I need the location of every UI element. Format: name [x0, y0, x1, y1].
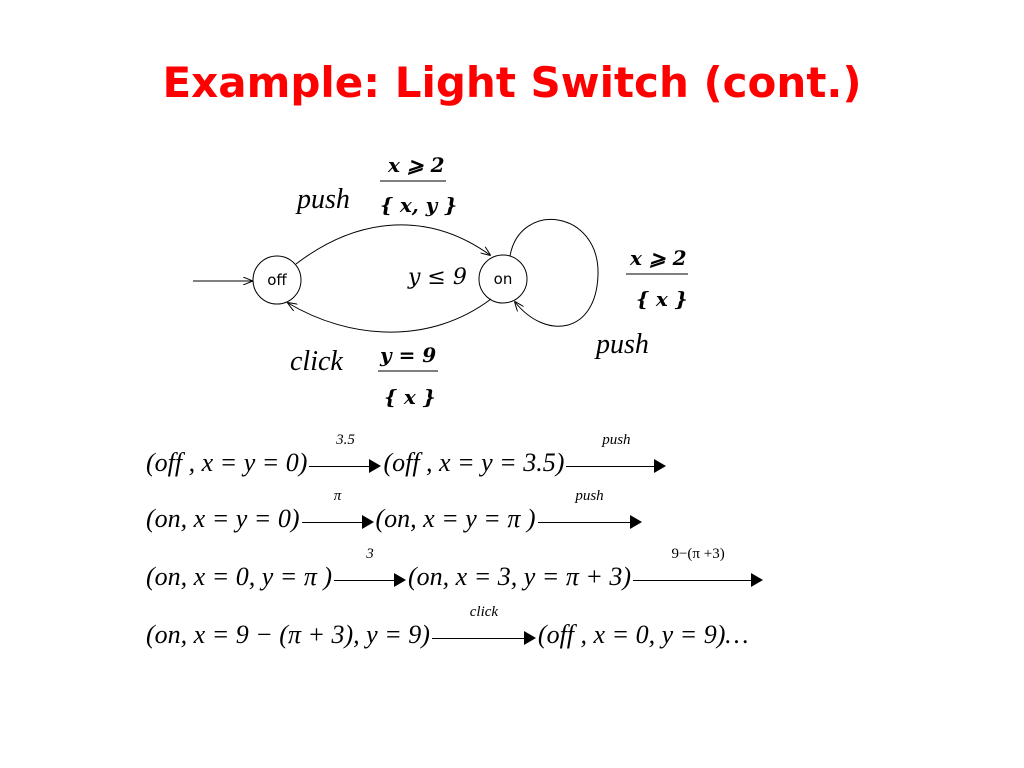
trace-config: (on, x = 9 − (π + 3), y = 9)	[146, 620, 430, 649]
state-on	[478, 254, 528, 304]
edge-off-to-on	[295, 224, 490, 265]
action-arrow: push	[566, 432, 667, 478]
trace-line-1: (off , x = y = 0) 3.5 (off , x = y = 3.5…	[146, 432, 668, 478]
invariant-on: y ≤ 9	[407, 265, 467, 290]
action-click: click	[290, 346, 343, 377]
trace-line-2: (on, x = y = 0) π (on, x = y = π ) push	[146, 488, 644, 534]
trace-config: (off , x = y = 0)	[146, 448, 308, 477]
trace-config: (on, x = 3, y = π + 3)	[408, 562, 632, 591]
trace-config: (on, x = y = π )	[375, 504, 536, 533]
action-arrow: push	[537, 488, 642, 534]
arrow-label: 3	[366, 546, 374, 562]
arrow-label: click	[469, 604, 499, 620]
delay-arrow: 3	[334, 546, 407, 592]
action-arrow: 9−(π +3)	[633, 546, 764, 592]
guard-upper: x ⩾ 2	[387, 153, 445, 177]
reset-upper: { x, y }	[380, 193, 457, 217]
action-arrow: click	[431, 604, 536, 650]
delay-arrow: 3.5	[309, 432, 382, 478]
action-push-upper: push	[295, 184, 350, 215]
trace-line-3: (on, x = 0, y = π ) 3 (on, x = 3, y = π …	[146, 546, 765, 592]
trace-config: (off , x = 0, y = 9)…	[537, 620, 749, 649]
arrow-label: π	[333, 488, 342, 504]
arrow-label: 3.5	[336, 432, 355, 448]
delay-arrow: π	[301, 488, 374, 534]
arrow-label: push	[575, 488, 604, 504]
arrow-label: push	[602, 432, 631, 448]
trace-config: (on, x = 0, y = π )	[146, 562, 333, 591]
slide-title: Example: Light Switch (cont.)	[162, 58, 862, 107]
trace-line-4: (on, x = 9 − (π + 3), y = 9) click (off …	[146, 604, 749, 650]
trace-config: (off , x = y = 3.5)	[383, 448, 565, 477]
reset-lower: { x }	[384, 385, 436, 409]
arrow-label: 9−(π +3)	[671, 546, 725, 562]
edge-on-self-loop	[509, 219, 599, 327]
action-push-loop: push	[594, 329, 649, 360]
trace-config: (on, x = y = 0)	[146, 504, 300, 533]
state-on-label: on	[494, 270, 513, 288]
edge-on-to-off	[288, 298, 492, 333]
guard-lower: y = 9	[379, 343, 436, 367]
state-off	[252, 255, 302, 305]
reset-loop: { x }	[636, 287, 688, 311]
guard-loop: x ⩾ 2	[629, 246, 687, 270]
state-off-label: off	[267, 271, 287, 289]
